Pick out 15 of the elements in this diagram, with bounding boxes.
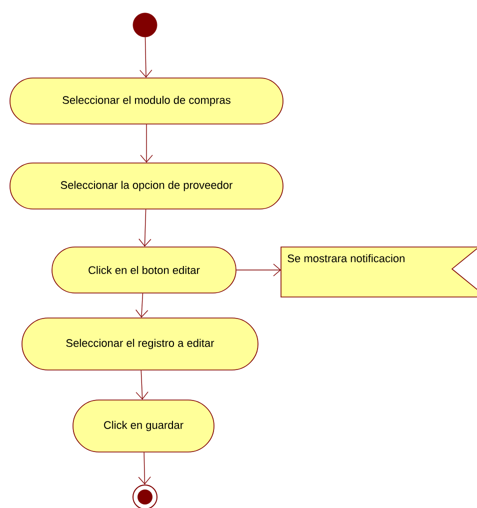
activity-box: Seleccionar el modulo de compras <box>10 78 284 124</box>
arrow <box>236 264 281 276</box>
start-node <box>132 12 158 38</box>
arrow <box>140 36 152 78</box>
activity-box: Click en guardar <box>72 400 214 452</box>
arrow <box>136 370 148 400</box>
arrow <box>138 452 151 484</box>
activity-box: Click en el boton editar <box>52 246 236 294</box>
activity-box: Seleccionar el registro a editar <box>22 318 258 370</box>
activity-box: Seleccionar la opcion de proveedor <box>10 162 284 210</box>
end-node <box>132 484 158 508</box>
arrow <box>136 293 148 318</box>
arrow <box>138 209 152 247</box>
arrow <box>140 124 153 163</box>
signal-box: Se mostrara notificacion <box>280 246 477 298</box>
